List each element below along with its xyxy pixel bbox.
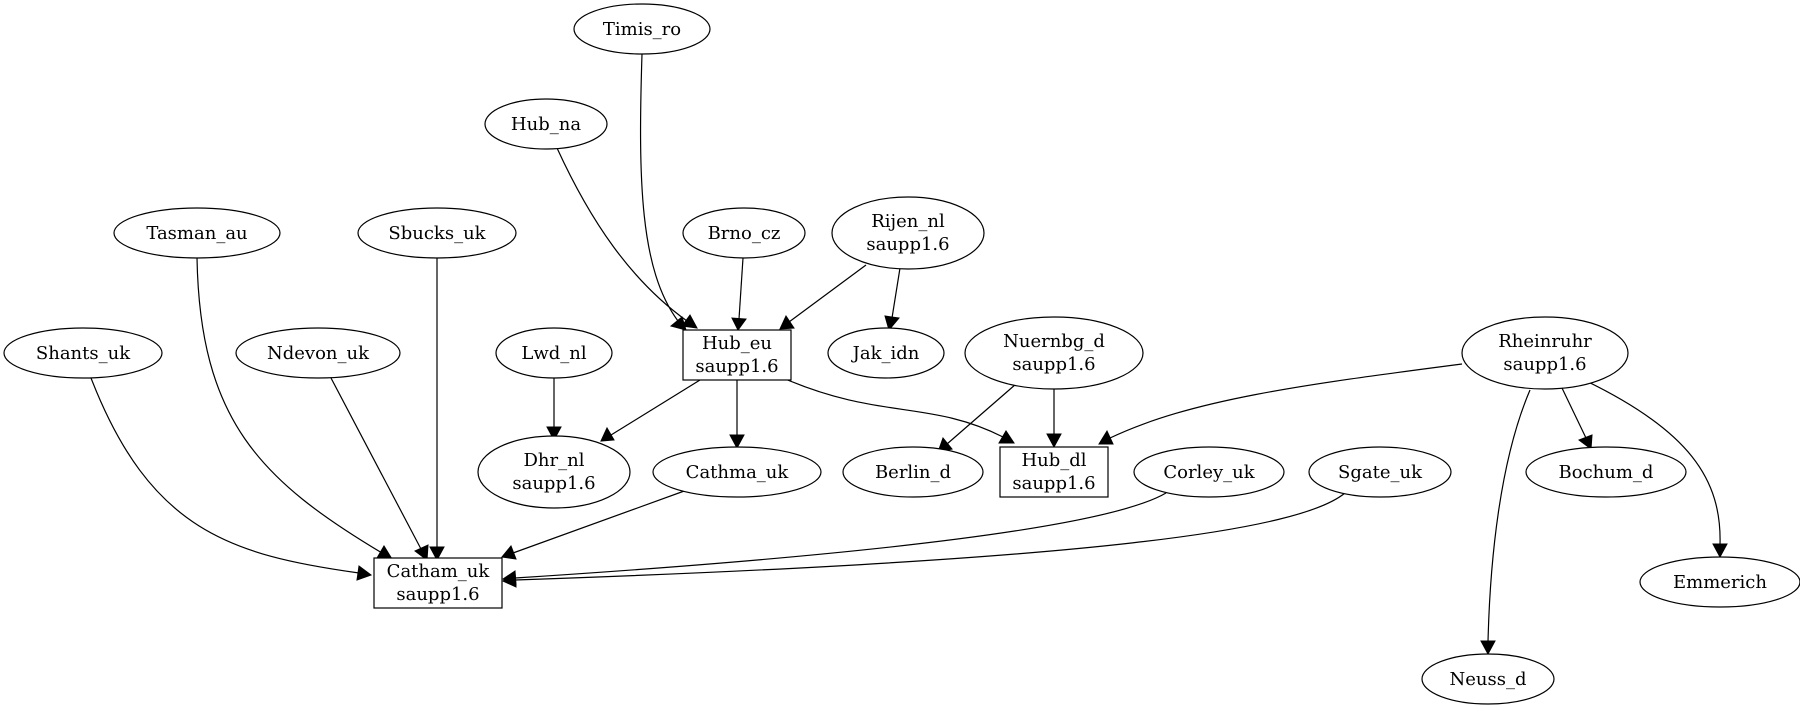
edge-brno_cz-hub_eu	[731, 257, 747, 331]
edge-lwd_nl-dhr_nl	[546, 372, 562, 442]
edge-corley_uk-catham_uk	[501, 492, 1167, 586]
node-label: Neuss_d	[1450, 669, 1527, 690]
node-sublabel: saupp1.6	[1503, 354, 1586, 375]
node-label: Hub_eu	[702, 333, 772, 354]
node-label: Bochum_d	[1559, 462, 1654, 483]
node-catham_uk[interactable]: Catham_uk saupp1.6	[373, 557, 503, 609]
node-label: Timis_ro	[603, 19, 681, 40]
node-sublabel: saupp1.6	[695, 356, 778, 377]
node-rijen_nl[interactable]: Rijen_nl saupp1.6	[831, 196, 985, 270]
node-shants_uk[interactable]: Shants_uk	[3, 327, 163, 379]
node-sublabel: saupp1.6	[512, 473, 595, 494]
node-rheinruhr[interactable]: Rheinruhr saupp1.6	[1461, 316, 1629, 390]
node-corley_uk[interactable]: Corley_uk	[1133, 446, 1285, 498]
node-label: Dhr_nl	[524, 450, 585, 471]
node-lwd_nl[interactable]: Lwd_nl	[495, 327, 613, 379]
edge-rheinruhr-neuss_d	[1480, 389, 1531, 656]
node-jak_idn[interactable]: Jak_idn	[827, 327, 945, 379]
edge-nuernbg_d-hub_dl	[1046, 385, 1062, 449]
edge-tasman_au-catham_uk	[196, 257, 393, 560]
node-sublabel: saupp1.6	[1012, 354, 1095, 375]
edge-cathma_uk-catham_uk	[501, 489, 688, 560]
edges	[90, 53, 1728, 656]
node-tasman_au[interactable]: Tasman_au	[113, 207, 281, 259]
edge-hub_na-hub_eu	[556, 147, 698, 329]
node-label: Shants_uk	[36, 343, 131, 364]
node-label: Sbucks_uk	[388, 223, 486, 244]
edge-hub_eu-dhr_nl	[600, 379, 701, 442]
node-label: Berlin_d	[875, 462, 951, 483]
node-ndevon_uk[interactable]: Ndevon_uk	[235, 327, 401, 379]
node-timis_ro[interactable]: Timis_ro	[573, 3, 711, 55]
edge-hub_eu-hub_dl	[782, 377, 1015, 444]
node-neuss_d[interactable]: Neuss_d	[1421, 653, 1555, 705]
edge-rheinruhr-hub_dl	[1098, 363, 1463, 445]
node-sbucks_uk[interactable]: Sbucks_uk	[357, 207, 517, 259]
node-sublabel: saupp1.6	[866, 234, 949, 255]
node-emmerich[interactable]: Emmerich	[1639, 556, 1800, 608]
node-sublabel: saupp1.6	[1012, 473, 1095, 494]
edge-rijen_nl-jak_idn	[884, 267, 901, 332]
node-hub_dl[interactable]: Hub_dl saupp1.6	[999, 446, 1109, 498]
node-bochum_d[interactable]: Bochum_d	[1525, 446, 1687, 498]
node-label: Emmerich	[1673, 572, 1767, 593]
node-label: Ndevon_uk	[267, 343, 370, 364]
edge-rijen_nl-hub_eu	[779, 264, 867, 330]
node-hub_eu[interactable]: Hub_eu saupp1.6	[682, 329, 792, 381]
nodes: Timis_ro Hub_na Brno_cz Rijen_nl saupp1.…	[3, 3, 1800, 705]
edge-ndevon_uk-catham_uk	[330, 377, 429, 561]
node-label: Hub_dl	[1021, 450, 1086, 471]
node-nuernbg_d[interactable]: Nuernbg_d saupp1.6	[964, 316, 1144, 390]
edge-shants_uk-catham_uk	[90, 377, 373, 581]
node-brno_cz[interactable]: Brno_cz	[682, 207, 806, 259]
node-label: Cathma_uk	[686, 462, 790, 483]
node-sublabel: saupp1.6	[396, 584, 479, 605]
edge-timis_ro-hub_eu	[639, 53, 687, 331]
node-label: Jak_idn	[851, 343, 920, 364]
edge-rheinruhr-bochum_d	[1561, 387, 1593, 450]
node-label: Nuernbg_d	[1003, 331, 1105, 352]
node-label: Catham_uk	[387, 561, 491, 582]
edge-rheinruhr-emmerich	[1579, 377, 1728, 559]
node-label: Rheinruhr	[1498, 331, 1592, 352]
node-sgate_uk[interactable]: Sgate_uk	[1308, 446, 1452, 498]
node-dhr_nl[interactable]: Dhr_nl saupp1.6	[477, 435, 631, 509]
node-label: Tasman_au	[146, 223, 247, 244]
node-hub_na[interactable]: Hub_na	[484, 98, 608, 150]
node-cathma_uk[interactable]: Cathma_uk	[652, 446, 822, 498]
edge-hub_eu-cathma_uk	[729, 380, 745, 450]
edge-sgate_uk-catham_uk	[501, 492, 1346, 588]
node-berlin_d[interactable]: Berlin_d	[842, 446, 984, 498]
node-label: Hub_na	[511, 114, 581, 135]
node-label: Brno_cz	[708, 223, 781, 244]
node-label: Corley_uk	[1163, 462, 1255, 483]
node-label: Rijen_nl	[871, 211, 945, 232]
node-label: Sgate_uk	[1338, 462, 1423, 483]
node-label: Lwd_nl	[521, 343, 586, 364]
edge-sbucks_uk-catham_uk	[429, 258, 445, 562]
